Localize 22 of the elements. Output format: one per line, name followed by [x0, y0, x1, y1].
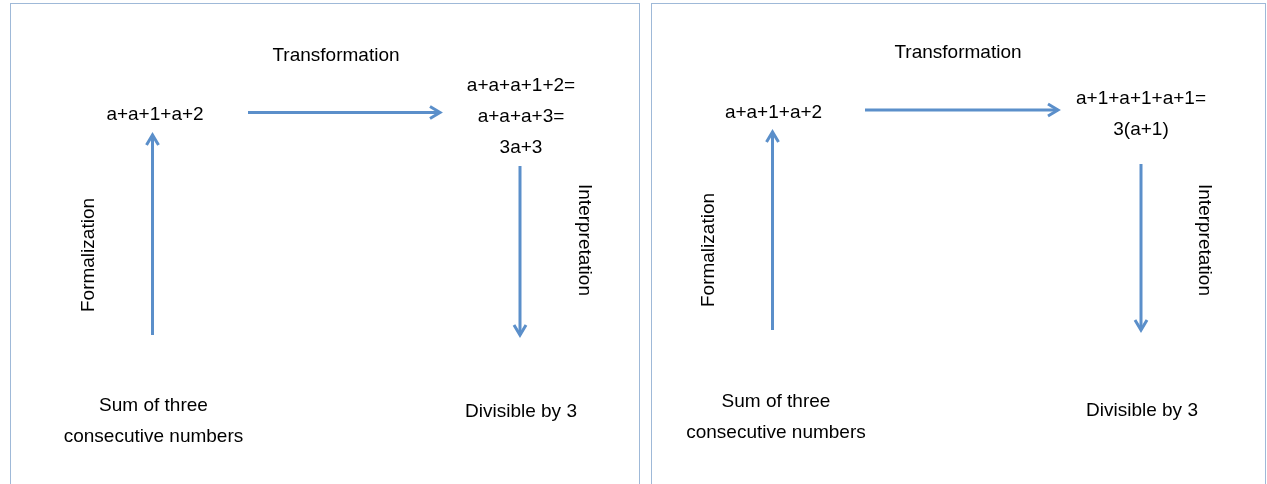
panel-frame [651, 3, 1266, 484]
arrow [765, 130, 780, 330]
expression-text: a+a+1+a+2 [724, 99, 823, 124]
expression-text: Sum of three consecutive numbers [685, 389, 867, 444]
expression-text: Divisible by 3 [1086, 398, 1198, 422]
expression-text: a+1+a+1+a+1= 3(a+1) [1075, 86, 1207, 141]
panel-frame [10, 3, 640, 484]
edge-label: Interpretation [1194, 184, 1216, 296]
arrow [145, 133, 160, 335]
arrow [1133, 164, 1149, 332]
edge-label: Formalization [77, 198, 99, 312]
edge-label: Transformation [272, 44, 400, 66]
expression-text: a+a+a+1+2= a+a+a+3= 3a+3 [465, 72, 577, 159]
expression-text: a+a+1+a+2 [106, 102, 204, 126]
edge-label: Interpretation [574, 184, 596, 296]
arrow [248, 105, 442, 120]
arrow [865, 102, 1060, 118]
edge-label: Transformation [894, 41, 1022, 63]
expression-text: Divisible by 3 [465, 399, 577, 423]
arrow [512, 166, 528, 337]
edge-label: Formalization [697, 193, 719, 307]
expression-text: Sum of three consecutive numbers [62, 393, 245, 448]
